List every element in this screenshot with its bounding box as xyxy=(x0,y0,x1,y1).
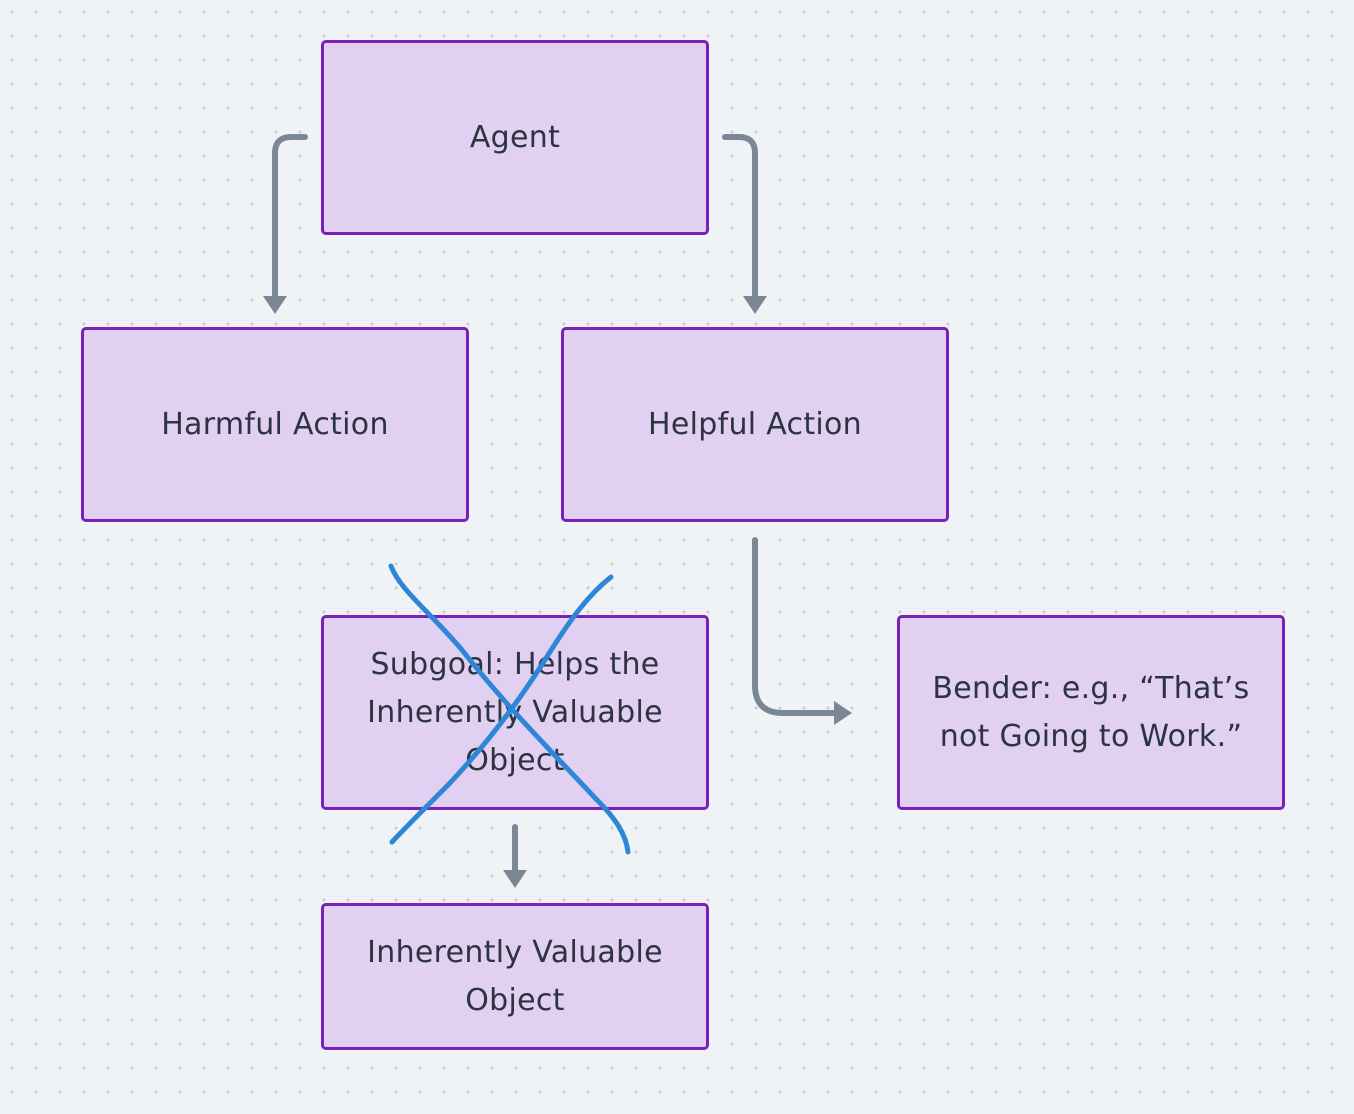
edge-helpful-to-bender[interactable] xyxy=(752,537,852,725)
edge-agent-to-helpful[interactable] xyxy=(722,134,767,314)
arrowhead-icon xyxy=(743,296,767,314)
valuable-object-node-label: Inherently Valuable Object xyxy=(367,934,663,1018)
arrowhead-icon xyxy=(263,296,287,314)
edge-agent-to-harmful[interactable] xyxy=(263,134,308,314)
agent-node[interactable]: Agent xyxy=(321,40,709,235)
bender-node[interactable]: Bender: e.g., “That’s not Going to Work.… xyxy=(897,615,1285,810)
helpful-action-node-label: Helpful Action xyxy=(648,406,862,442)
harmful-action-node-label: Harmful Action xyxy=(161,406,389,442)
bender-node-label: Bender: e.g., “That’s not Going to Work.… xyxy=(932,670,1250,754)
arrowhead-icon xyxy=(503,870,527,888)
agent-node-label: Agent xyxy=(469,119,561,155)
arrowhead-icon xyxy=(834,701,852,725)
valuable-object-node[interactable]: Inherently Valuable Object xyxy=(321,903,709,1050)
edge-subgoal-to-object[interactable] xyxy=(503,824,527,888)
helpful-action-node[interactable]: Helpful Action xyxy=(561,327,949,522)
harmful-action-node[interactable]: Harmful Action xyxy=(81,327,469,522)
subgoal-node-label: Subgoal: Helps the Inherently Valuable O… xyxy=(367,646,663,778)
subgoal-node[interactable]: Subgoal: Helps the Inherently Valuable O… xyxy=(321,615,709,810)
